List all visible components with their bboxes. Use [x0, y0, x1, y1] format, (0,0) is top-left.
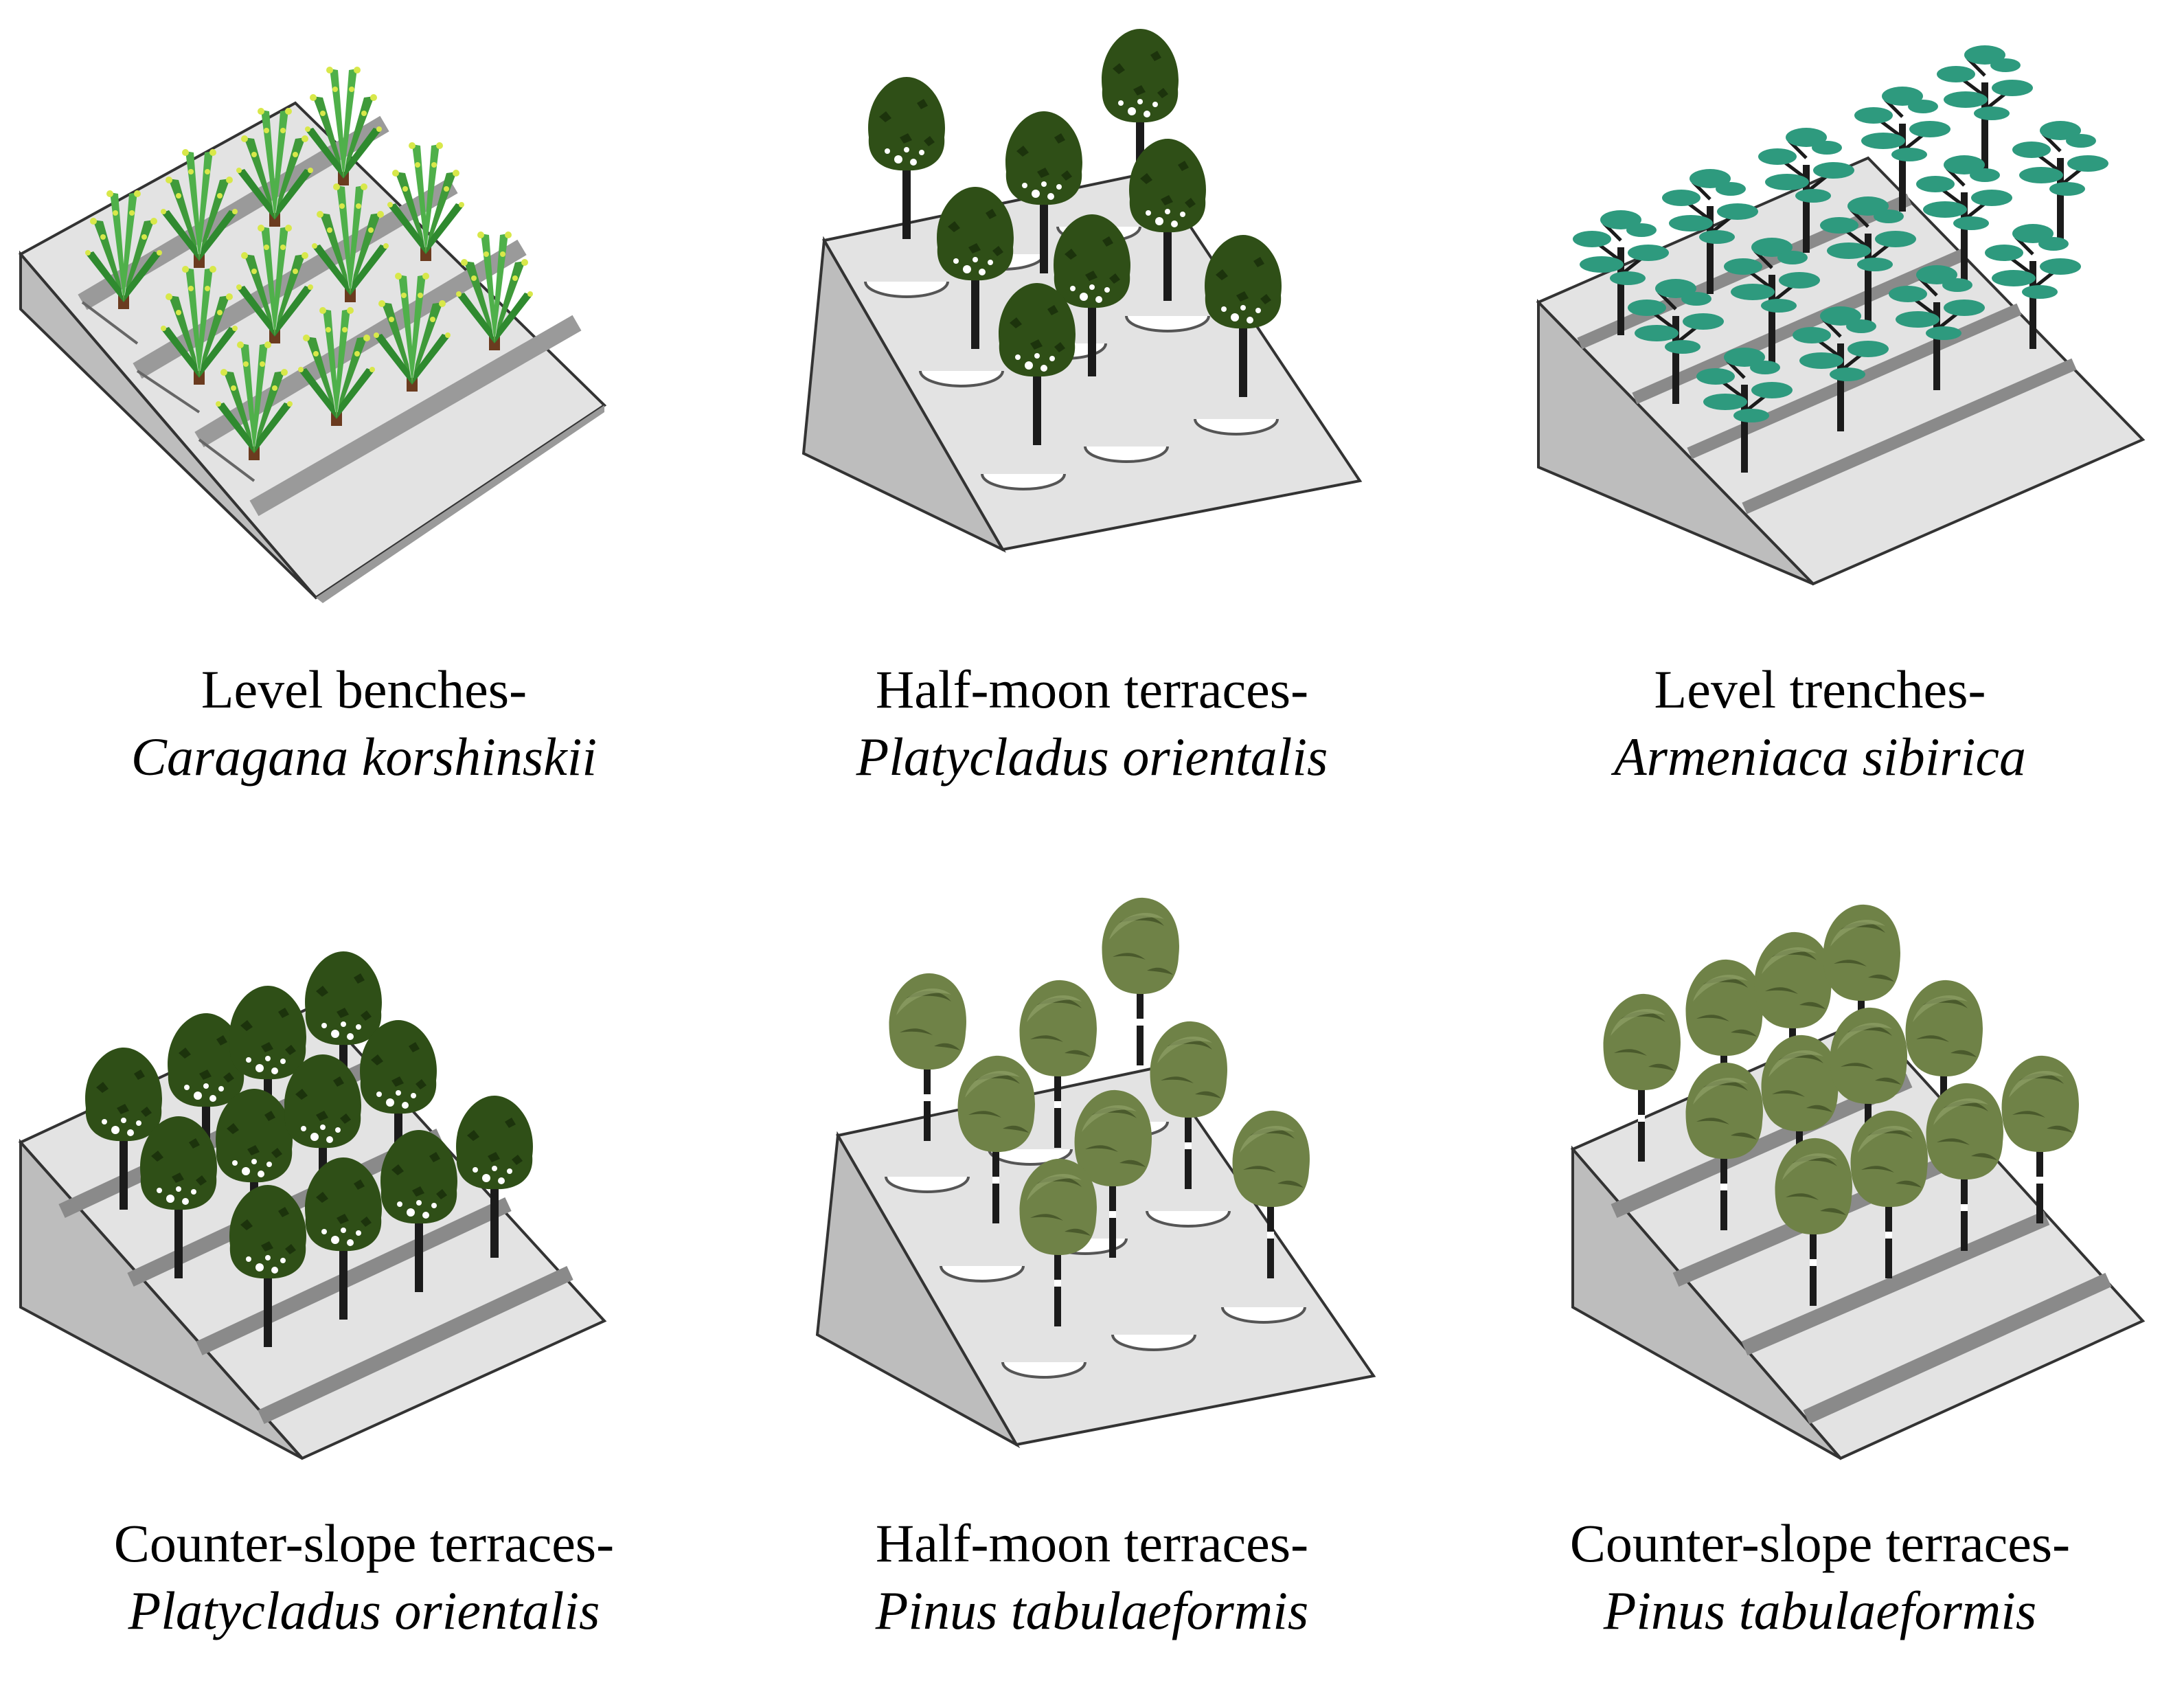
technique-label: Counter-slope terraces-	[1569, 1513, 2071, 1573]
half-moon-terraces-diagram	[801, 29, 1363, 553]
caption: Half-moon terraces- Pinus tabulaeformis	[728, 1510, 1456, 1644]
technique-label: Half-moon terraces-	[875, 659, 1309, 719]
species-label: Platycladus orientalis	[856, 726, 1328, 787]
panel-counter-slope-platycladus: Counter-slope terraces- Platycladus orie…	[0, 854, 728, 1707]
species-label: Pinus tabulaeformis	[1603, 1580, 2037, 1640]
caption: Half-moon terraces- Platycladus oriental…	[728, 656, 1456, 790]
caption: Level trenches- Armeniaca sibirica	[1456, 656, 2184, 790]
caption: Counter-slope terraces- Platycladus orie…	[0, 1510, 728, 1644]
panel-half-moon-pinus: Half-moon terraces- Pinus tabulaeformis	[728, 854, 1456, 1707]
half-moon-terraces-diagram	[815, 897, 1376, 1449]
panel-half-moon-platycladus: Half-moon terraces- Platycladus oriental…	[728, 0, 1456, 853]
technique-label: Level benches-	[201, 659, 527, 719]
panel-counter-slope-pinus: Counter-slope terraces- Pinus tabulaefor…	[1456, 854, 2184, 1707]
species-label: Caragana korshinskii	[130, 726, 598, 787]
caption: Counter-slope terraces- Pinus tabulaefor…	[1456, 1510, 2184, 1644]
level-benches-diagram	[18, 67, 607, 603]
panel-level-benches-caragana: Level benches- Caragana korshinskii	[0, 0, 728, 853]
species-label: Pinus tabulaeformis	[875, 1580, 1309, 1640]
technique-label: Counter-slope terraces-	[113, 1513, 615, 1573]
counter-slope-terraces-diagram	[1570, 904, 2146, 1460]
species-label: Platycladus orientalis	[128, 1580, 600, 1640]
counter-slope-terraces-diagram	[18, 951, 607, 1460]
panel-level-trenches-armeniaca: Level trenches- Armeniaca sibirica	[1456, 0, 2184, 853]
species-label: Armeniaca sibirica	[1613, 726, 2027, 787]
slope-landform	[815, 1065, 1376, 1449]
technique-label: Level trenches-	[1654, 659, 1986, 719]
level-trenches-diagram	[1536, 0, 2146, 586]
cypress-tree-icon	[868, 77, 945, 239]
caption: Level benches- Caragana korshinskii	[0, 656, 728, 790]
half-moon-pits	[864, 226, 1279, 490]
technique-label: Half-moon terraces-	[875, 1513, 1309, 1573]
